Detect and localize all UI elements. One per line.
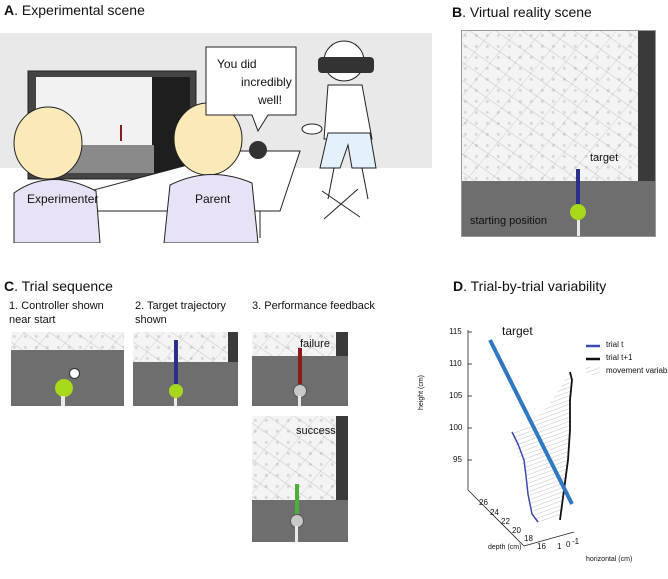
floor-marker-2 <box>323 188 359 220</box>
failure-wall <box>336 332 348 356</box>
step2-stick <box>174 398 177 406</box>
step2-line2: shown <box>135 314 167 326</box>
success-wall <box>336 416 348 500</box>
panel-d-title-text: . Trial-by-trial variability <box>463 278 607 294</box>
panel-c-letter: C <box>4 278 15 294</box>
child-shirt <box>323 84 373 140</box>
step1-ball <box>55 379 73 397</box>
vr-headset <box>318 57 374 73</box>
step2-floor <box>133 362 238 406</box>
speech-bubble <box>205 46 297 133</box>
legend-trial-t1: trial t+1 <box>606 353 633 362</box>
panel-b-letter: B <box>452 4 463 20</box>
speech-line-2: incredibly <box>241 75 292 89</box>
horiz-axis-label: horizontal (cm) <box>586 556 633 563</box>
parent-controller <box>249 141 267 159</box>
step3-label: 3. Performance feedback <box>252 300 375 312</box>
panel-d-title: D. Trial-by-trial variability <box>453 278 606 294</box>
plot-target-label: target <box>502 324 533 338</box>
speech-line-3: well! <box>258 93 283 107</box>
legend-variability-swatch <box>586 367 600 375</box>
failure-scene <box>252 332 348 406</box>
success-label: success <box>296 425 336 437</box>
failure-label: failure <box>300 338 330 350</box>
child-controller <box>301 123 323 135</box>
step2-line1: 2. Target trajectory <box>135 300 226 312</box>
panel-b-title-text: . Virtual reality scene <box>462 4 592 20</box>
vr-wall-right <box>638 31 655 181</box>
vr-scene <box>461 30 656 237</box>
variability-plot <box>420 318 668 574</box>
vr-floor <box>462 181 655 236</box>
legend-variability: movement variability <box>606 366 668 375</box>
child-leg-left <box>327 167 335 200</box>
y-tick-100: 100 <box>449 423 463 432</box>
step1-floor <box>11 350 124 406</box>
depth-tick-16: 16 <box>537 542 546 551</box>
step1-controller-stick <box>61 396 65 406</box>
vr-controller-stick <box>577 220 580 236</box>
panel-a-title: A. Experimental scene <box>4 2 145 18</box>
panel-a-title-text: . Experimental scene <box>14 2 145 18</box>
step2-scene <box>133 332 238 406</box>
panel-c-title: C. Trial sequence <box>4 278 113 294</box>
step1-line1: 1. Controller shown <box>9 300 104 312</box>
child-shorts <box>319 132 377 169</box>
child-leg-right <box>361 167 369 200</box>
y-axis-label: height (cm) <box>418 374 425 410</box>
panel-c-title-text: . Trial sequence <box>14 278 113 294</box>
experimental-scene-svg <box>0 33 432 244</box>
y-tick-115: 115 <box>449 327 462 336</box>
success-scene <box>252 416 348 542</box>
trial-t-line <box>511 431 539 523</box>
vr-ball <box>570 204 586 220</box>
parent-body <box>163 174 259 244</box>
panel-a-letter: A <box>4 2 15 18</box>
vr-target-rod <box>576 169 580 209</box>
y-ticks <box>468 331 472 461</box>
step2-target-rod <box>174 340 178 386</box>
horiz-tick-minus1: -1 <box>572 537 580 546</box>
depth-axis-label: depth (cm) <box>488 544 522 551</box>
failure-rod <box>298 348 302 386</box>
depth-axis <box>467 489 525 547</box>
vr-start-label: starting position <box>470 215 548 227</box>
variability-plot-svg <box>467 330 600 547</box>
panel-b-title: B. Virtual reality scene <box>452 4 592 20</box>
step2-wall <box>228 332 238 362</box>
depth-tick-18: 18 <box>524 534 533 543</box>
y-tick-95: 95 <box>453 455 462 464</box>
experimenter-body <box>13 179 101 244</box>
legend-trial-t: trial t <box>606 340 624 349</box>
step2-ball <box>169 384 183 398</box>
parent-label: Parent <box>195 192 231 206</box>
vr-target-label: target <box>590 152 619 164</box>
y-tick-110: 110 <box>449 359 462 368</box>
experimenter-head <box>13 106 83 180</box>
step1-scene <box>11 332 124 406</box>
depth-tick-22: 22 <box>501 517 510 526</box>
depth-tick-24: 24 <box>490 508 499 517</box>
step1-line2: near start <box>9 314 56 326</box>
panel-d-letter: D <box>453 278 464 294</box>
speech-line-1: You did <box>217 57 257 71</box>
success-rod <box>295 484 299 516</box>
failure-stick <box>298 396 301 406</box>
depth-tick-20: 20 <box>512 526 521 535</box>
y-tick-105: 105 <box>449 391 463 400</box>
horiz-tick-0: 0 <box>566 540 571 549</box>
experimenter-label: Experimenter <box>27 192 99 206</box>
horiz-tick-1: 1 <box>557 542 562 551</box>
experimental-scene-drawing <box>0 33 432 244</box>
success-stick <box>295 526 298 542</box>
step1-controller-tip <box>69 368 80 379</box>
target-line <box>488 339 574 505</box>
depth-tick-26: 26 <box>479 498 488 507</box>
horizontal-axis <box>523 531 575 547</box>
